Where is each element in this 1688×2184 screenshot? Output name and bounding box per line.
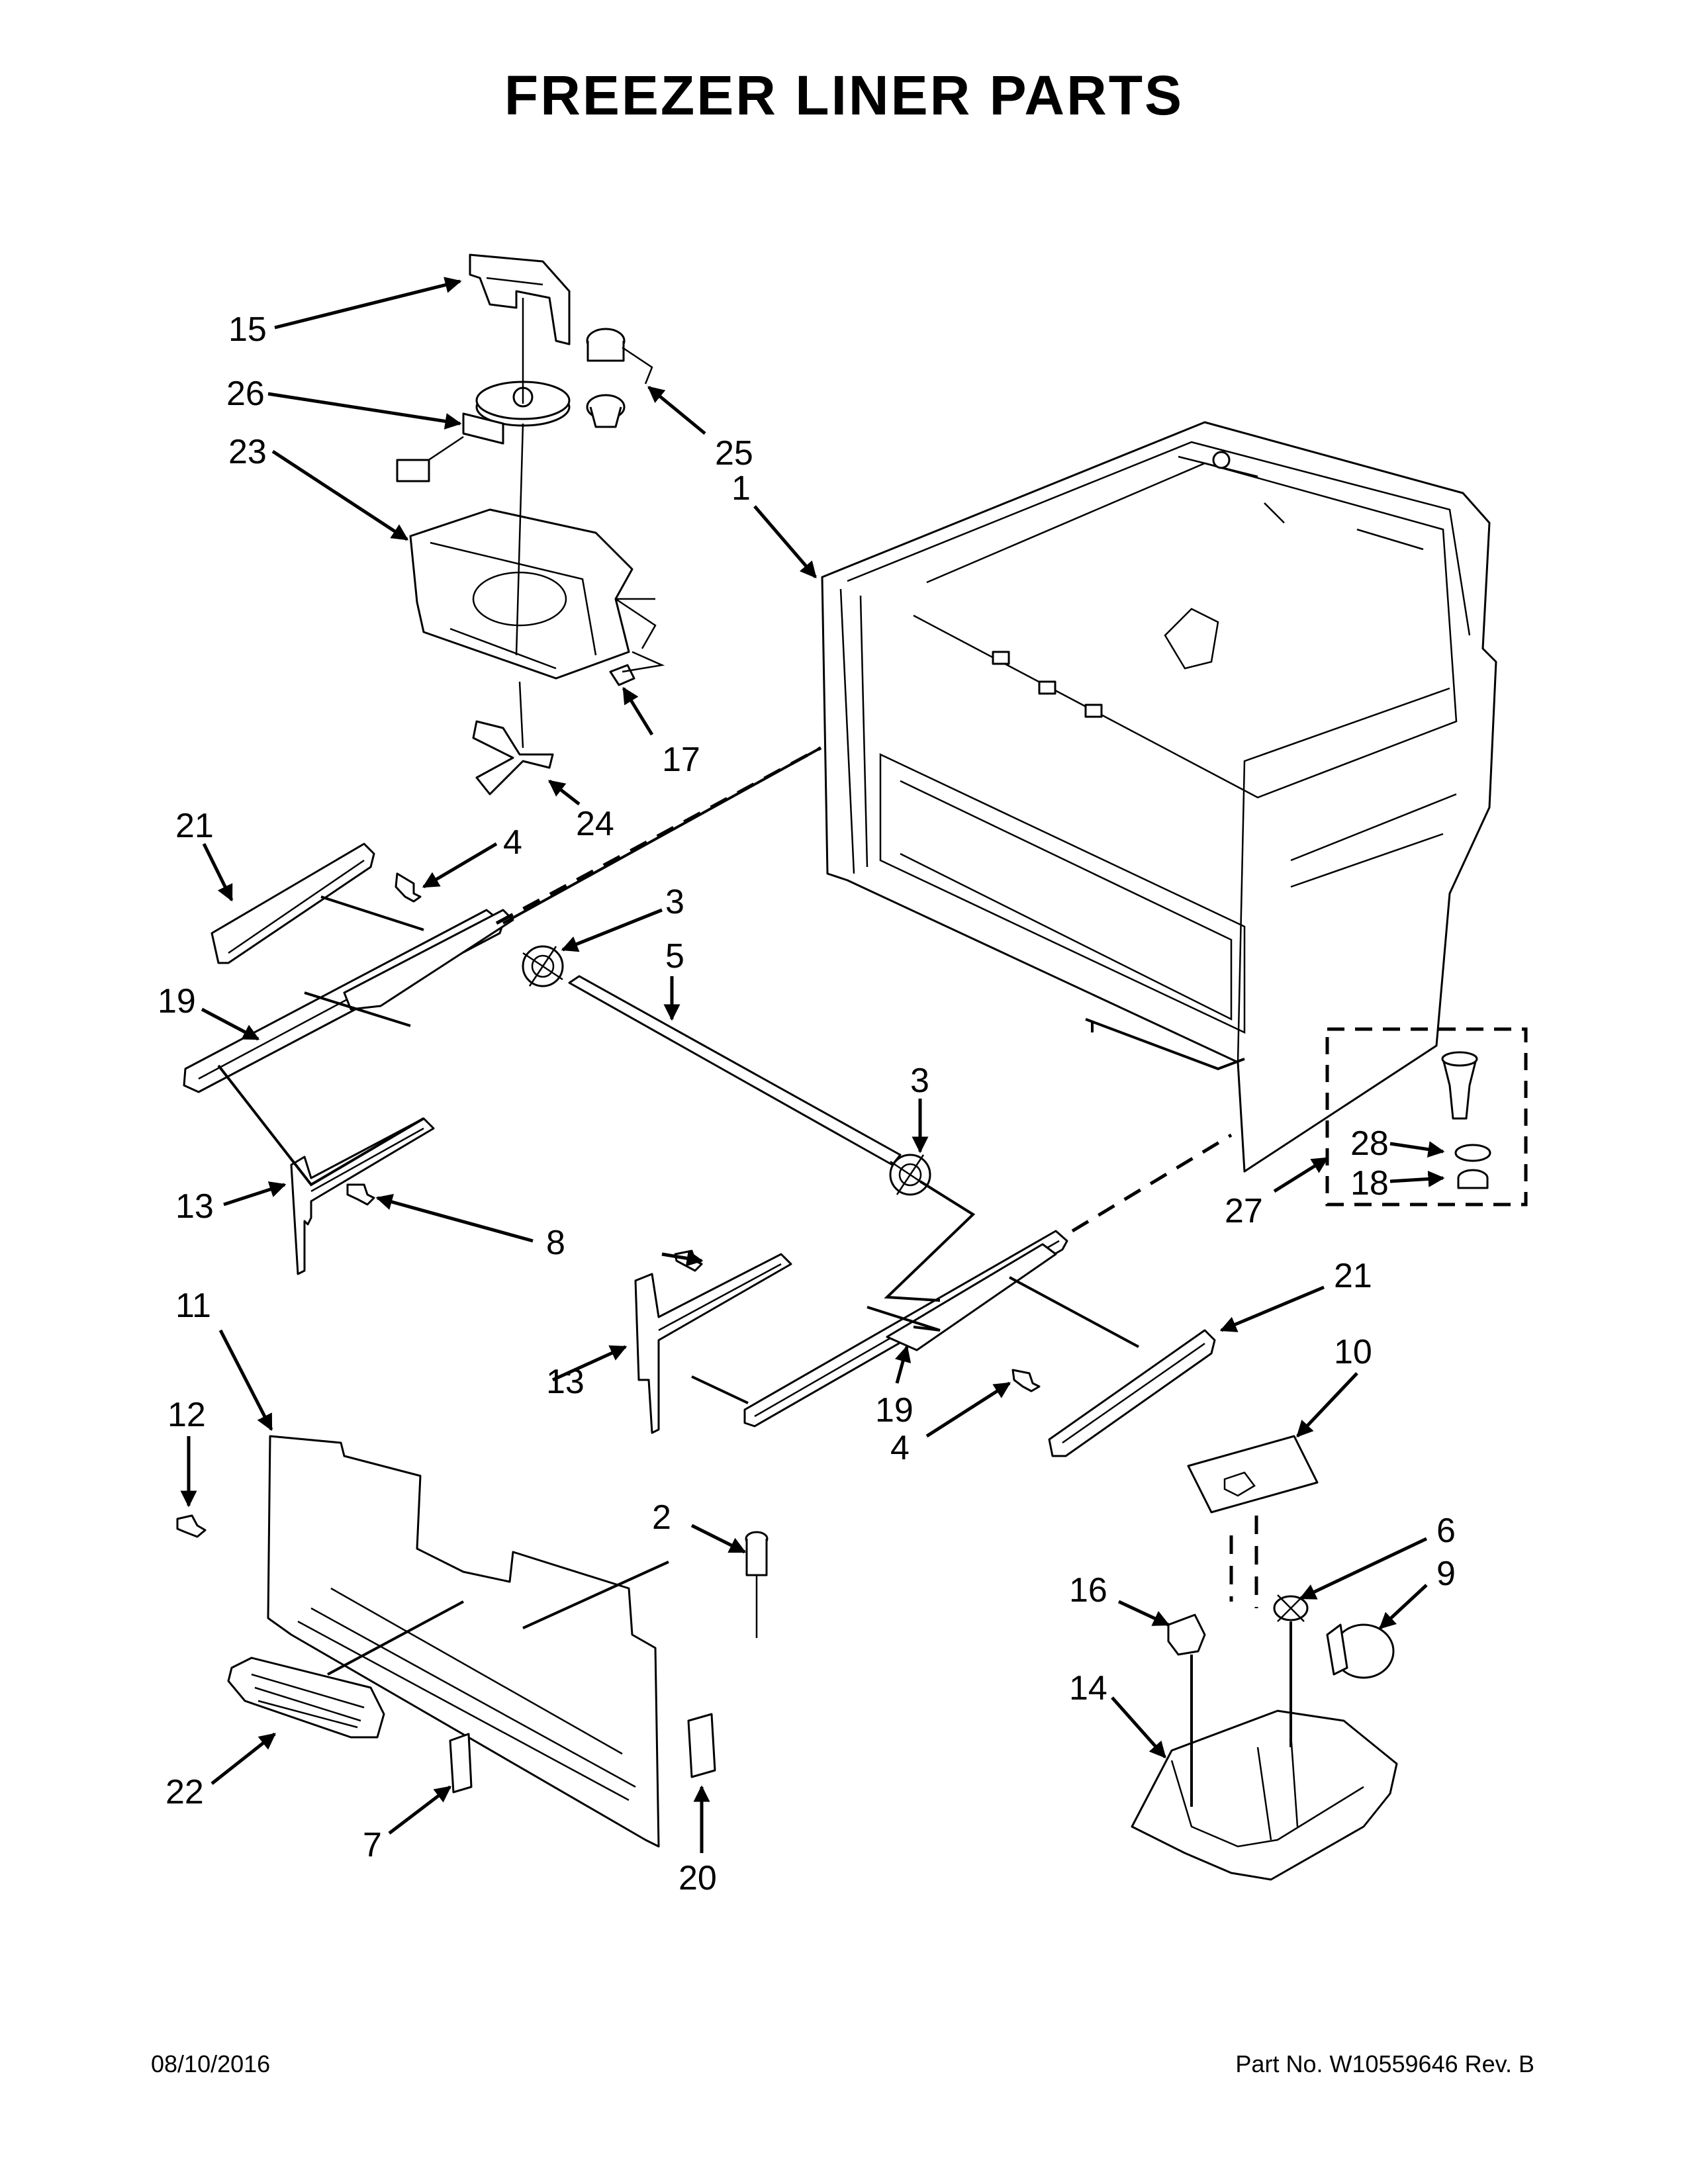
callout-1: 1 xyxy=(731,469,751,508)
callout-3-lower: 3 xyxy=(910,1062,929,1100)
glide-right-part xyxy=(634,1253,792,1434)
damper-part xyxy=(449,1733,473,1794)
glide-left-part xyxy=(290,1117,435,1275)
callout-25: 25 xyxy=(715,434,753,473)
callout-22: 22 xyxy=(165,1773,204,1811)
callout-15: 15 xyxy=(228,310,267,349)
shaft-5-part xyxy=(568,975,902,1166)
callout-18: 18 xyxy=(1350,1164,1389,1203)
screw-17-part xyxy=(609,664,635,686)
rail-bracket-right-part xyxy=(1048,1329,1216,1457)
callout-13-lower: 13 xyxy=(546,1363,585,1401)
callout-21-lower: 21 xyxy=(1334,1257,1372,1295)
screw-12-part xyxy=(176,1514,207,1538)
light-housing-part xyxy=(1131,1709,1398,1881)
callout-16: 16 xyxy=(1069,1571,1107,1610)
foam-strip-part xyxy=(687,1713,716,1778)
callout-14: 14 xyxy=(1069,1669,1107,1707)
screw-8-left-part xyxy=(346,1183,375,1206)
footer-date: 08/10/2016 xyxy=(151,2050,271,2077)
gear-3-left-part xyxy=(522,945,564,987)
callout-5: 5 xyxy=(665,937,684,976)
slide-rail-left-part xyxy=(183,909,514,1093)
footer-part-number: Part No. W10559646 Rev. B xyxy=(1235,2050,1534,2077)
callout-27: 27 xyxy=(1225,1192,1263,1230)
callout-28: 28 xyxy=(1350,1124,1389,1163)
socket-part xyxy=(1273,1594,1309,1622)
callout-4-upper: 4 xyxy=(503,823,522,862)
callout-6: 6 xyxy=(1436,1512,1456,1550)
callout-2: 2 xyxy=(652,1498,671,1537)
thermistor-part xyxy=(586,328,653,428)
callout-19-upper: 19 xyxy=(158,982,196,1021)
rail-bracket-left-part xyxy=(211,842,375,964)
callout-24: 24 xyxy=(576,805,614,843)
callout-10: 10 xyxy=(1334,1333,1372,1371)
callout-17: 17 xyxy=(662,741,700,779)
callout-3-upper: 3 xyxy=(665,883,684,921)
bulb-part xyxy=(1326,1623,1395,1679)
switch-16-part xyxy=(1167,1614,1206,1656)
callout-26: 26 xyxy=(226,375,265,413)
callout-7: 7 xyxy=(363,1826,382,1864)
callout-8: 8 xyxy=(546,1224,565,1262)
callout-11: 11 xyxy=(175,1287,211,1325)
alignment-line xyxy=(1071,1133,1233,1233)
callout-12: 12 xyxy=(167,1396,206,1434)
gear-3-right-part xyxy=(889,1154,931,1196)
fan-bracket-part xyxy=(469,253,571,345)
leader-lines xyxy=(180,277,1445,1853)
callout-23: 23 xyxy=(228,433,267,471)
light-lens-part xyxy=(1187,1435,1319,1514)
detail-box-27 xyxy=(1325,1027,1528,1206)
callout-20: 20 xyxy=(679,1859,717,1897)
callout-21-upper: 21 xyxy=(175,807,214,845)
callout-19-lower: 19 xyxy=(875,1391,914,1430)
screw-4-left-part xyxy=(395,872,422,903)
fan-shroud-part xyxy=(409,508,657,680)
fan-motor-part xyxy=(396,381,571,482)
thermistor-probe-part xyxy=(745,1531,769,1638)
callout-4-lower: 4 xyxy=(890,1429,910,1467)
screw-4-right-part xyxy=(1011,1369,1041,1392)
callout-9: 9 xyxy=(1436,1555,1456,1593)
fan-blade-part xyxy=(472,720,554,796)
freezer-liner-part xyxy=(821,421,1497,1173)
page-title: FREEZER LINER PARTS xyxy=(504,64,1184,126)
air-grille-part xyxy=(227,1657,385,1739)
callout-13-upper: 13 xyxy=(175,1187,214,1226)
